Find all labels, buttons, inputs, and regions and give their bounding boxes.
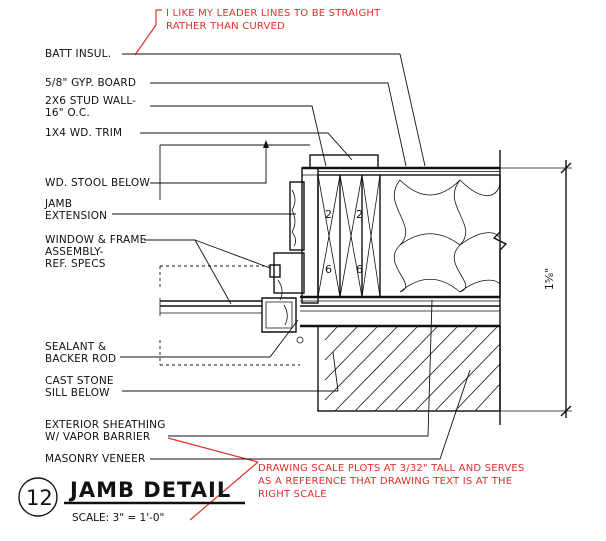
leader-masonry: [150, 369, 471, 460]
detail-scale: SCALE: 3" = 1'-0": [72, 512, 164, 524]
leader-lines: [112, 53, 471, 460]
stud-number-4: 6: [356, 263, 363, 276]
leader-stud-wall: [150, 105, 327, 167]
stud-number-1: 2: [325, 208, 332, 221]
batt-insulation: [393, 179, 501, 293]
label-gyp-board: 5/8" GYP. BOARD: [45, 77, 136, 89]
leader-window-a: [144, 239, 232, 305]
callout-labels: BATT INSUL. 5/8" GYP. BOARD 2X6 STUD WAL…: [44, 48, 166, 465]
title-block: 12 JAMB DETAIL SCALE: 3" = 1'-0": [18, 477, 245, 524]
label-window-1: WINDOW & FRAME: [45, 234, 147, 246]
detail-title: JAMB DETAIL: [68, 478, 231, 502]
label-masonry: MASONRY VENEER: [45, 453, 145, 465]
dimension-string: 1⅝": [500, 160, 572, 418]
label-stud-wall-2: 16" O.C.: [45, 107, 90, 119]
detail-number: 12: [26, 486, 53, 510]
leader-cast-stone: [122, 351, 339, 392]
leader-sheathing: [168, 299, 433, 437]
label-sheathing-2: W/ VAPOR BARRIER: [45, 431, 150, 443]
label-cast-stone-1: CAST STONE: [45, 375, 114, 387]
leader-line-redline-note: I LIKE MY LEADER LINES TO BE STRAIGHT RA…: [134, 8, 381, 56]
label-trim: 1X4 WD. TRIM: [45, 127, 122, 139]
scale-note-line-2: AS A REFERENCE THAT DRAWING TEXT IS AT T…: [258, 476, 512, 487]
dimension-text: 1⅝": [544, 268, 556, 290]
window-sash: [261, 297, 297, 333]
scale-note-line-1: DRAWING SCALE PLOTS AT 3/32" TALL AND SE…: [258, 463, 524, 474]
leader-sealant: [120, 319, 299, 358]
label-batt-insul: BATT INSUL.: [45, 48, 111, 60]
leader-stool: [150, 142, 267, 184]
leader-window-b: [194, 239, 271, 269]
window-jamb: [159, 144, 319, 366]
window-frame: [273, 252, 305, 294]
redline-text-line-1: I LIKE MY LEADER LINES TO BE STRAIGHT: [166, 8, 381, 19]
label-cast-stone-2: SILL BELOW: [45, 387, 110, 399]
label-stud-wall-1: 2X6 STUD WALL-: [45, 95, 136, 107]
scale-redline-note: DRAWING SCALE PLOTS AT 3/32" TALL AND SE…: [167, 437, 524, 521]
trim-piece: [309, 154, 379, 169]
leader-gyp-board: [150, 82, 407, 167]
redline-arrow: [134, 24, 157, 56]
label-sealant-1: SEALANT &: [45, 341, 106, 353]
label-jamb-1: JAMB: [44, 198, 72, 210]
label-sheathing-1: EXTERIOR SHEATHING: [45, 419, 166, 431]
redline-text-line-2: RATHER THAN CURVED: [166, 21, 285, 32]
label-jamb-2: EXTENSION: [45, 210, 107, 222]
break-line: [492, 150, 508, 425]
label-window-3: REF. SPECS: [45, 258, 106, 270]
jamb-extension: [289, 181, 305, 251]
stud-number-3: 6: [325, 263, 332, 276]
leader-batt-insul: [122, 53, 426, 167]
label-window-2: ASSEMBLY-: [45, 246, 104, 258]
leader-trim: [140, 132, 353, 161]
stud-cavity: [317, 174, 501, 298]
wall-assembly: 2 2 6 6: [300, 150, 508, 425]
backer-rod: [296, 336, 304, 344]
label-sealant-2: BACKER ROD: [45, 353, 116, 365]
scale-note-line-3: RIGHT SCALE: [258, 489, 327, 500]
label-stool: WD. STOOL BELOW: [45, 177, 150, 189]
stud-number-2: 2: [356, 208, 363, 221]
detail-number-circle: [18, 477, 58, 517]
masonry-hatch: [324, 325, 501, 412]
